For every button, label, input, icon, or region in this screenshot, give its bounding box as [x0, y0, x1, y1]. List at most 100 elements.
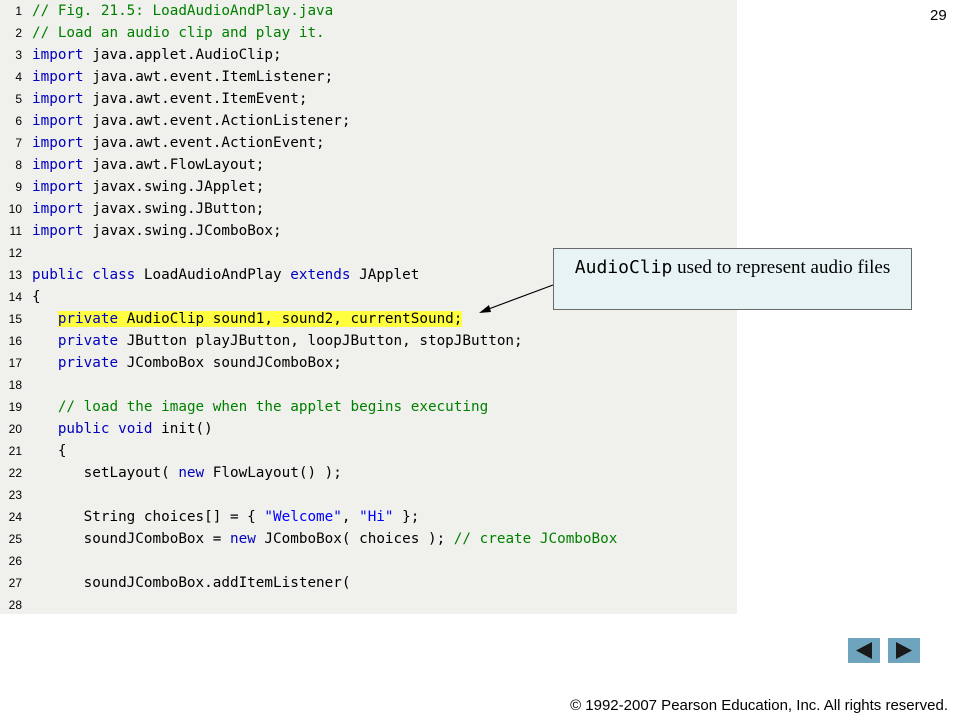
code-token: javax.swing.JApplet; [83, 179, 265, 195]
line-number: 28 [8, 598, 22, 612]
line-number: 25 [8, 532, 22, 546]
line-code: public class LoadAudioAndPlay extends JA… [32, 264, 419, 286]
code-token: { [32, 443, 67, 459]
line-number: 26 [8, 554, 22, 568]
triangle-right-icon [896, 642, 912, 659]
code-token: soundJComboBox = [32, 531, 230, 547]
code-line: 4 import java.awt.event.ItemListener; [0, 66, 737, 88]
code-token: import [32, 47, 84, 63]
code-token: import [32, 135, 84, 151]
code-token: // create JComboBox [453, 531, 618, 547]
line-number: 9 [15, 180, 22, 194]
code-token: public class [32, 267, 136, 283]
line-number: 20 [8, 422, 22, 436]
code-token [32, 355, 58, 371]
code-token: init() [152, 421, 213, 437]
line-code: soundJComboBox = new JComboBox( choices … [32, 528, 618, 550]
code-line: 19 // load the image when the applet beg… [0, 396, 737, 418]
code-token [32, 311, 58, 327]
line-code: public void init() [32, 418, 213, 440]
code-token: "Hi" [359, 509, 394, 525]
line-number: 19 [8, 400, 22, 414]
line-code: private AudioClip sound1, sound2, curren… [32, 308, 463, 330]
line-code: { [32, 440, 67, 462]
code-token: new [229, 531, 256, 547]
code-token: AudioClip sound1, sound2, currentSound; [118, 311, 463, 327]
code-token: }; [393, 509, 420, 525]
code-line: 17 private JComboBox soundJComboBox; [0, 352, 737, 374]
line-code: private JComboBox soundJComboBox; [32, 352, 342, 374]
line-number: 24 [8, 510, 22, 524]
code-token: javax.swing.JButton; [83, 201, 265, 217]
code-token: private [57, 355, 119, 371]
line-number: 6 [15, 114, 22, 128]
code-line: 12 [0, 242, 737, 264]
code-line: 1// Fig. 21.5: LoadAudioAndPlay.java [0, 0, 737, 22]
code-token: javax.swing.JComboBox; [83, 223, 282, 239]
line-code: import java.awt.event.ActionListener; [32, 110, 351, 132]
line-number: 4 [15, 70, 22, 84]
copyright-notice: © 1992-2007 Pearson Education, Inc. All … [570, 697, 948, 714]
code-token: JApplet [350, 267, 420, 283]
code-token: JButton playJButton, loopJButton, stopJB… [118, 333, 523, 349]
line-code: import java.awt.event.ActionEvent; [32, 132, 325, 154]
code-line: 27 soundJComboBox.addItemListener( [0, 572, 737, 594]
line-code: // Load an audio clip and play it. [32, 22, 325, 44]
code-token: java.awt.event.ActionListener; [83, 113, 351, 129]
code-line: 24 String choices[] = { "Welcome", "Hi" … [0, 506, 737, 528]
line-number: 21 [8, 444, 22, 458]
line-code: soundJComboBox.addItemListener( [32, 572, 351, 594]
line-number: 2 [15, 26, 22, 40]
code-line: 25 soundJComboBox = new JComboBox( choic… [0, 528, 737, 550]
code-token: import [32, 69, 84, 85]
previous-slide-button[interactable] [848, 638, 880, 663]
line-code: String choices[] = { "Welcome", "Hi" }; [32, 506, 420, 528]
code-token: , [341, 509, 360, 525]
code-token: new [178, 465, 205, 481]
callout-annotation: AudioClip used to represent audio files [553, 248, 912, 310]
code-token: java.awt.event.ItemEvent; [83, 91, 308, 107]
line-number: 27 [8, 576, 22, 590]
line-code: { [32, 286, 41, 308]
line-number: 18 [8, 378, 22, 392]
page-number: 29 [930, 7, 947, 24]
line-number: 7 [15, 136, 22, 150]
line-code: import javax.swing.JComboBox; [32, 220, 282, 242]
line-code: // load the image when the applet begins… [32, 396, 488, 418]
code-token: JComboBox soundJComboBox; [118, 355, 342, 371]
line-number: 16 [8, 334, 22, 348]
code-token: // load the image when the applet begins… [57, 399, 489, 415]
code-line: 22 setLayout( new FlowLayout() ); [0, 462, 737, 484]
code-token: private [57, 311, 119, 327]
code-token: import [32, 201, 84, 217]
code-line: 15 private AudioClip sound1, sound2, cur… [0, 308, 737, 330]
code-line: 16 private JButton playJButton, loopJBut… [0, 330, 737, 352]
next-slide-button[interactable] [888, 638, 920, 663]
code-token: FlowLayout() ); [204, 465, 342, 481]
line-number: 12 [8, 246, 22, 260]
code-line: 6 import java.awt.event.ActionListener; [0, 110, 737, 132]
line-number: 5 [15, 92, 22, 106]
line-number: 23 [8, 488, 22, 502]
code-token: java.applet.AudioClip; [83, 47, 282, 63]
code-token: import [32, 113, 84, 129]
line-code: import javax.swing.JButton; [32, 198, 264, 220]
code-token: java.awt.event.ItemListener; [83, 69, 334, 85]
code-token: soundJComboBox.addItemListener( [32, 575, 351, 591]
code-line: 18 [0, 374, 737, 396]
code-token: import [32, 223, 84, 239]
code-line: 21 { [0, 440, 737, 462]
code-line: 7 import java.awt.event.ActionEvent; [0, 132, 737, 154]
code-token: { [32, 289, 41, 305]
line-number: 8 [15, 158, 22, 172]
code-token: import [32, 157, 84, 173]
code-token: public void [57, 421, 153, 437]
code-line: 20 public void init() [0, 418, 737, 440]
line-number: 14 [8, 290, 22, 304]
